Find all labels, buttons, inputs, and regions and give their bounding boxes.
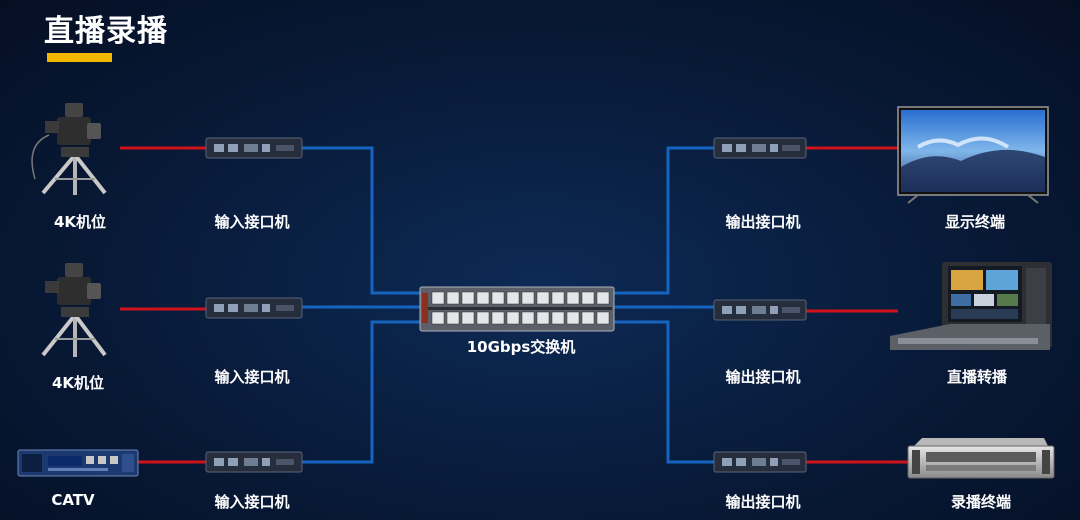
switch-port [491, 291, 505, 305]
camera-icon [41, 263, 107, 357]
switch-port [536, 311, 550, 325]
source-label-camera-2: 4K机位 [51, 374, 105, 392]
link-input-3 [302, 320, 422, 464]
switch-port [596, 291, 610, 305]
switch-port [506, 311, 520, 325]
link-input-1 [302, 146, 422, 295]
input-interface-label-3: 输入接口机 [214, 493, 290, 511]
link-output-3 [612, 320, 714, 464]
links-input-to-switch [302, 146, 422, 464]
dest-label-recorder: 录播终端 [950, 493, 1012, 511]
catv-receiver-icon [17, 449, 139, 477]
links-red [120, 146, 908, 464]
switch-port [551, 291, 565, 305]
source-label-camera-1: 4K机位 [53, 213, 107, 231]
output-interface-label-3: 输出接口机 [725, 493, 801, 511]
page-title: 直播录播 [44, 14, 168, 49]
switch-port [581, 311, 595, 325]
output-interface-label-1: 输出接口机 [725, 213, 801, 231]
switch-port [566, 311, 580, 325]
switch-port [551, 311, 565, 325]
broadcast-console-icon [890, 262, 1052, 350]
switch-port [506, 291, 520, 305]
input-interface-label-2: 输入接口机 [214, 368, 290, 386]
title-underline [47, 53, 112, 62]
link-output-1 [612, 146, 714, 295]
input-interface-icon [205, 297, 303, 319]
switch-port [446, 311, 460, 325]
switch-port [446, 291, 460, 305]
dest-label-broadcast: 直播转播 [946, 368, 1008, 386]
switch-port [431, 311, 445, 325]
switch-port [491, 311, 505, 325]
switch-port [596, 311, 610, 325]
switch-port [431, 291, 445, 305]
camera-icon [31, 103, 107, 195]
input-interface-icon [205, 137, 303, 159]
links-switch-to-output [612, 146, 714, 464]
output-interface-icon [713, 299, 807, 321]
switch-label: 10Gbps交换机 [466, 338, 576, 356]
switch-port [461, 311, 475, 325]
switch-port [536, 291, 550, 305]
dest-label-display: 显示终端 [944, 213, 1006, 231]
output-interface-icon [713, 137, 807, 159]
input-interface-icon [205, 451, 303, 473]
display-monitor-icon [897, 106, 1049, 204]
switch-port [521, 311, 535, 325]
output-interface-label-2: 输出接口机 [725, 368, 801, 386]
switch-port [581, 291, 595, 305]
output-interface-icon [713, 451, 807, 473]
source-label-catv: CATV [51, 491, 95, 509]
recorder-rack-icon [907, 438, 1055, 479]
switch-port [476, 291, 490, 305]
switch-port [476, 311, 490, 325]
input-interface-label-1: 输入接口机 [214, 213, 290, 231]
switch-port [521, 291, 535, 305]
switch-port [461, 291, 475, 305]
network-switch-icon [419, 286, 615, 332]
switch-port [566, 291, 580, 305]
